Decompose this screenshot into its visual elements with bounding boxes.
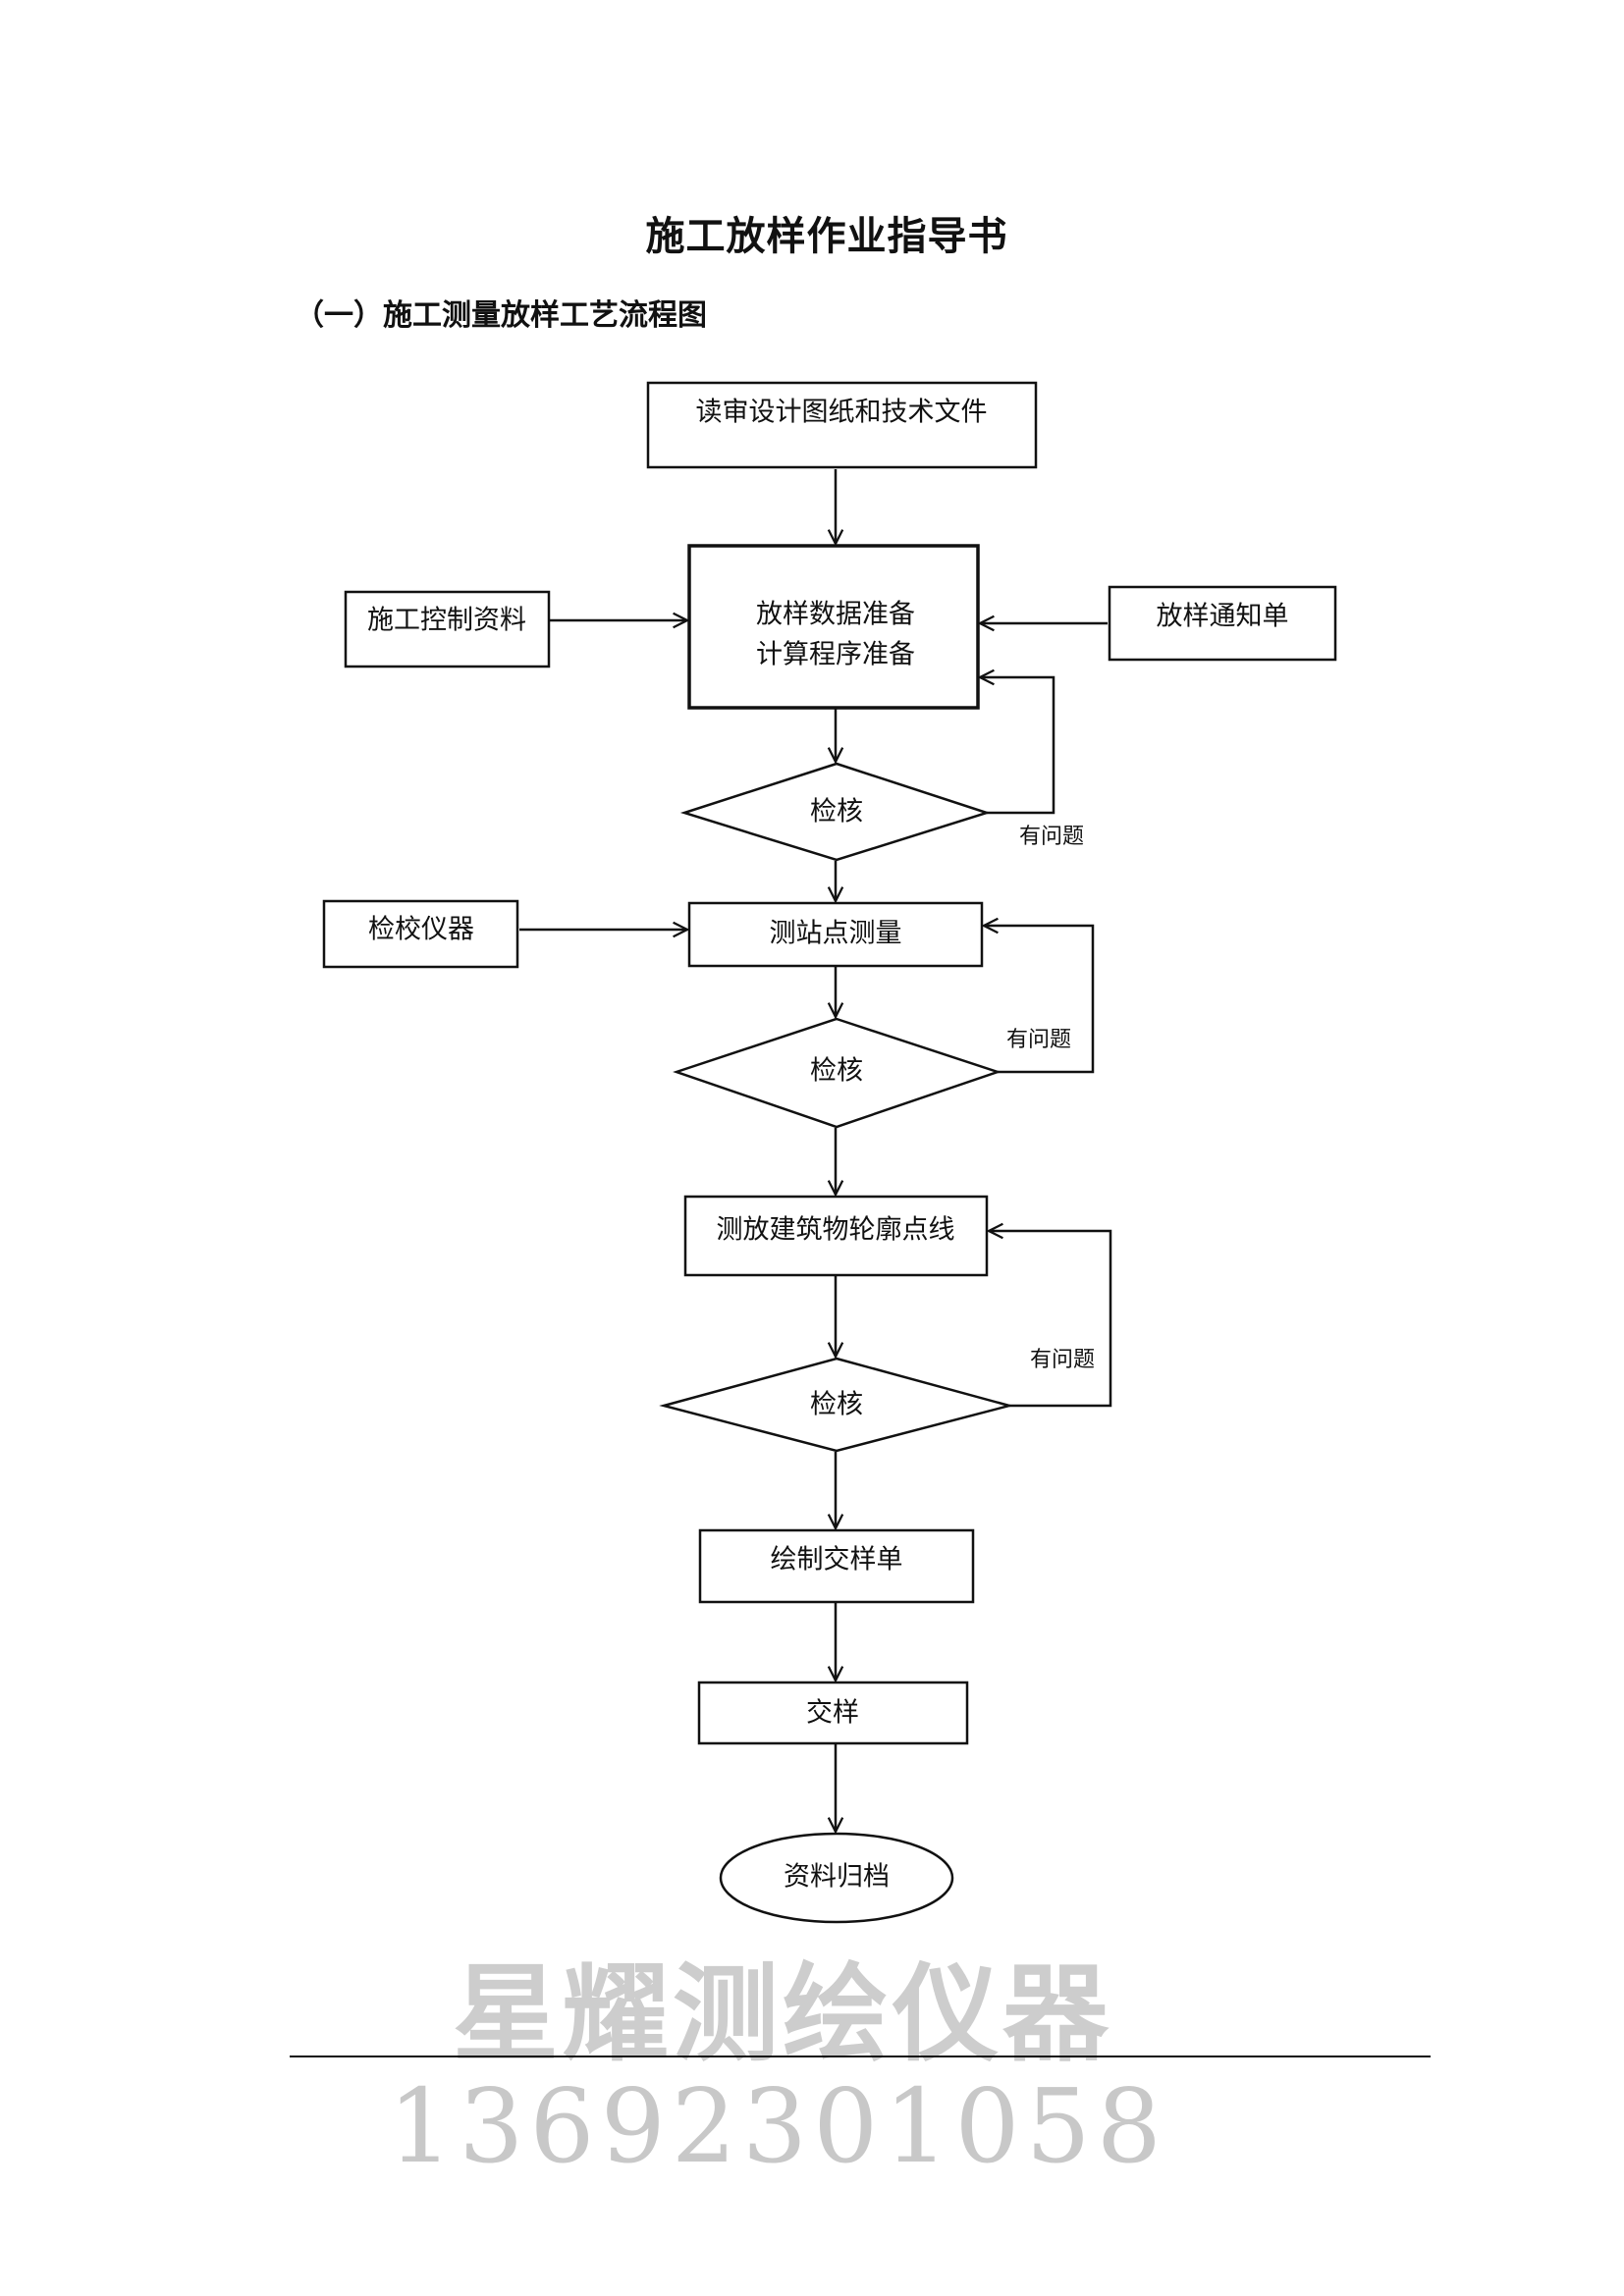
decision-check-1-label: 检核 [810, 797, 863, 828]
node-draw-handover-sheet-label: 绘制交样单 [771, 1545, 903, 1575]
node-station-survey: 测站点测量 [687, 901, 984, 968]
node-construction-control-data: 施工控制资料 [344, 590, 551, 668]
node-handover-label: 交样 [806, 1698, 859, 1729]
node-read-drawings-label: 读审设计图纸和技术文件 [696, 398, 988, 428]
node-data-preparation: 放样数据准备 计算程序准备 [687, 544, 980, 710]
node-outline-stakeout-label: 测放建筑物轮廓点线 [717, 1215, 955, 1246]
decision-check-2: 检核 [673, 1017, 1001, 1129]
node-station-survey-label: 测站点测量 [770, 919, 902, 949]
decision-check-1: 检核 [679, 762, 992, 862]
decision-check-2-label: 检核 [810, 1056, 863, 1087]
section-heading: （一）施工测量放样工艺流程图 [295, 298, 707, 333]
node-archive: 资料归档 [719, 1832, 954, 1924]
node-stakeout-notice-label: 放样通知单 [1157, 602, 1289, 632]
footer-divider [290, 2056, 1431, 2057]
arrow-feedback-3 [989, 1231, 1112, 1408]
node-calibrate-instruments-label: 检校仪器 [368, 915, 474, 945]
feedback-label-1: 有问题 [1019, 825, 1084, 849]
feedback-label-3: 有问题 [1030, 1348, 1095, 1372]
watermark-brand: 星耀测绘仪器 [452, 1953, 1112, 2076]
arrow-feedback-2 [984, 926, 1095, 1074]
node-data-preparation-line2: 计算程序准备 [756, 640, 915, 670]
node-calibrate-instruments: 检校仪器 [322, 899, 519, 969]
node-draw-handover-sheet: 绘制交样单 [698, 1528, 975, 1604]
node-archive-label: 资料归档 [784, 1862, 890, 1893]
page-title: 施工放样作业指导书 [645, 214, 1008, 259]
watermark-phone: 13692301058 [388, 2066, 1167, 2186]
node-stakeout-notice: 放样通知单 [1108, 585, 1337, 662]
node-data-preparation-line1: 放样数据准备 [756, 600, 915, 630]
feedback-label-2: 有问题 [1006, 1028, 1071, 1052]
node-construction-control-data-label: 施工控制资料 [367, 606, 526, 636]
decision-check-3: 检核 [659, 1357, 1014, 1453]
arrow-feedback-1 [980, 677, 1056, 815]
node-handover: 交样 [697, 1681, 969, 1745]
decision-check-3-label: 检核 [810, 1390, 863, 1420]
node-outline-stakeout: 测放建筑物轮廓点线 [683, 1195, 989, 1277]
node-read-drawings: 读审设计图纸和技术文件 [646, 381, 1038, 469]
